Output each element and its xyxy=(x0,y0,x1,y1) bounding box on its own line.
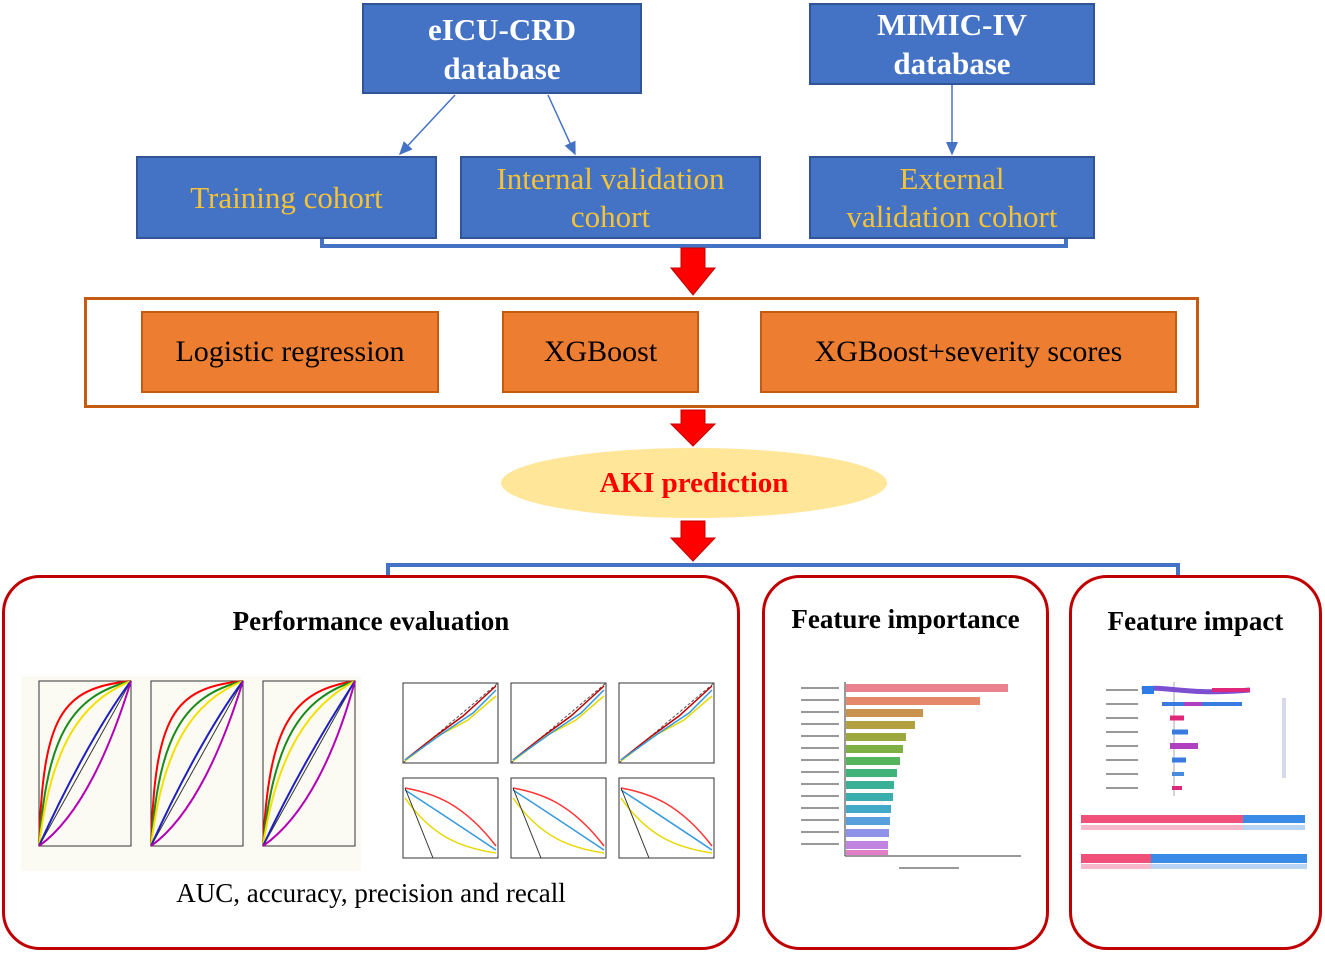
aki-prediction-label: AKI prediction xyxy=(599,466,789,499)
calibration-dca-thumbnail xyxy=(402,682,715,859)
external-validation-label: External validation cohort xyxy=(846,160,1058,234)
roc-panel-c xyxy=(262,680,356,847)
arrow-down-1 xyxy=(669,247,717,296)
cohort-bracket xyxy=(320,238,1068,248)
xgboost-label: XGBoost xyxy=(543,335,658,368)
performance-evaluation-panel: Performance evaluation AUC, accuracy, pr… xyxy=(2,575,740,950)
decision-curve-plots xyxy=(402,777,715,859)
performance-metrics-text: AUC, accuracy, precision and recall xyxy=(176,878,566,908)
external-validation-box: External validation cohort xyxy=(809,156,1095,239)
eicu-database-label: eICU-CRD database xyxy=(427,11,577,86)
xgboost-severity-label: XGBoost+severity scores xyxy=(814,335,1123,368)
feature-impact-title: Feature impact xyxy=(1107,606,1284,636)
performance-evaluation-title: Performance evaluation xyxy=(232,606,510,636)
arrow-down-2 xyxy=(669,409,717,447)
arrow-down-3 xyxy=(669,520,717,562)
eicu-database-box: eICU-CRD database xyxy=(362,3,642,94)
mimic-database-label: MIMIC-IV database xyxy=(877,7,1027,81)
xgboost-box: XGBoost xyxy=(502,311,699,393)
xgboost-severity-box: XGBoost+severity scores xyxy=(760,311,1177,393)
eicu-to-training-arrow xyxy=(398,94,456,156)
roc-curves-thumbnail xyxy=(21,676,361,871)
output-bracket xyxy=(386,563,1180,575)
shap-summary-thumbnail xyxy=(1106,682,1286,796)
feature-importance-title: Feature importance xyxy=(791,604,1020,634)
internal-validation-label: Internal validation cohort xyxy=(496,160,725,234)
calibration-plots xyxy=(402,682,715,764)
roc-panel-b xyxy=(150,680,244,847)
roc-panel-a xyxy=(38,680,132,847)
logistic-regression-box: Logistic regression xyxy=(141,311,439,393)
training-cohort-box: Training cohort xyxy=(136,156,437,239)
aki-prediction-ellipse: AKI prediction xyxy=(501,448,887,518)
feature-impact-panel: Feature impact xyxy=(1069,575,1322,950)
logistic-regression-label: Logistic regression xyxy=(175,335,405,368)
shap-force-thumbnail xyxy=(1081,815,1307,869)
feature-importance-thumbnail xyxy=(801,682,1021,869)
eicu-to-internal-arrow xyxy=(547,94,576,156)
training-cohort-label: Training cohort xyxy=(190,179,383,215)
mimic-database-box: MIMIC-IV database xyxy=(809,3,1095,85)
internal-validation-box: Internal validation cohort xyxy=(460,156,761,239)
feature-importance-panel: Feature importance xyxy=(762,575,1049,950)
models-frame xyxy=(84,297,1199,408)
